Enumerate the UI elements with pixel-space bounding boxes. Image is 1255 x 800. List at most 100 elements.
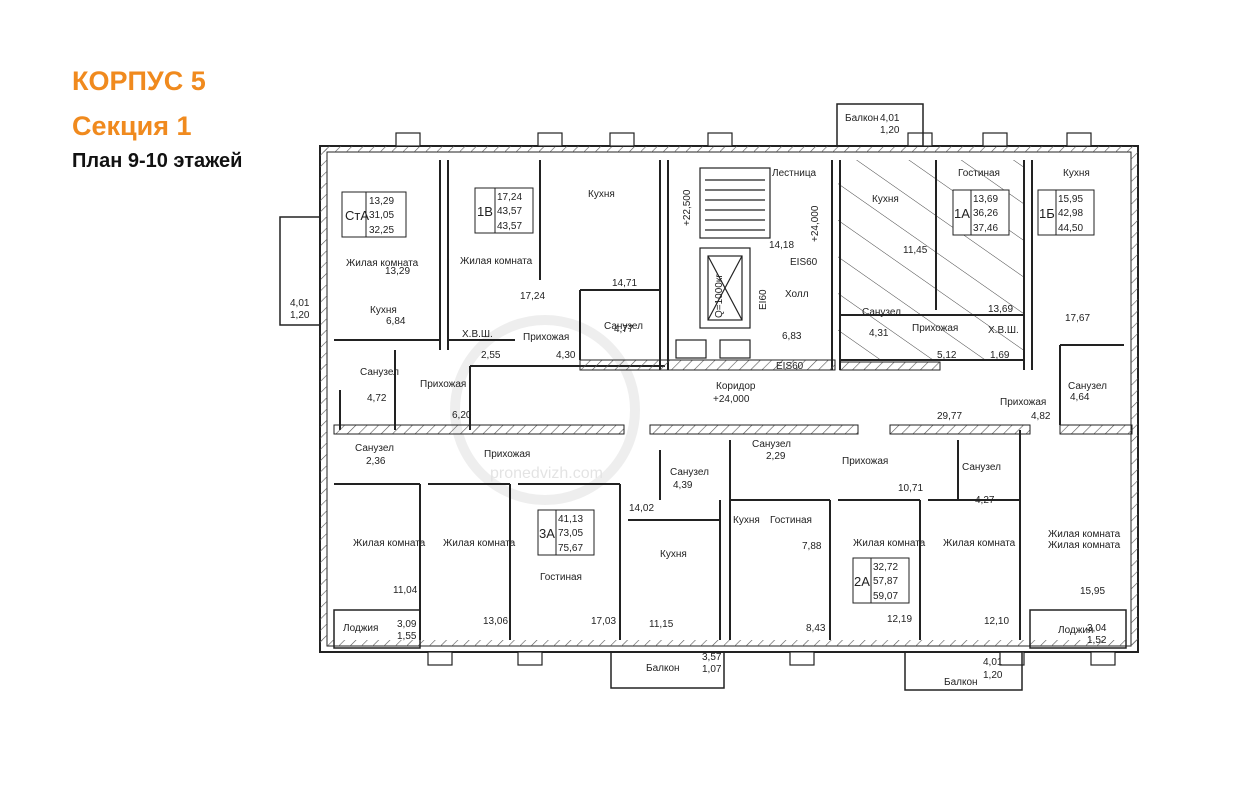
elevation-mark: +22,500 (682, 189, 693, 226)
room-label: Жилая комната (353, 538, 426, 549)
apt-area-living: 41,13 (558, 514, 583, 525)
area-value: 3,09 (397, 619, 417, 630)
area-value: 1,20 (983, 670, 1003, 681)
area-value: 4,27 (975, 495, 995, 506)
area-value: 11,15 (649, 619, 674, 630)
watermark-text: pronedvizh.com (490, 465, 603, 482)
apt-code: 3А (539, 526, 555, 541)
room-label: Санузел (1068, 381, 1107, 392)
lift-capacity-mark: Q=1000кг (714, 274, 725, 318)
room-label: Санузел (962, 462, 1001, 473)
area-value: 12,19 (887, 614, 912, 625)
room-label: Балкон (845, 113, 879, 124)
apt-area-living: 32,72 (873, 562, 898, 573)
apartment-box-2a: 2А 32,72 57,87 59,07 (852, 557, 910, 604)
room-label: Лоджия (343, 623, 378, 634)
building-title: КОРПУС 5 (72, 66, 206, 96)
area-value: 13,29 (385, 266, 410, 277)
apt-area-living: 17,24 (497, 192, 522, 203)
apt-area-living: 13,29 (369, 196, 394, 207)
elevation-mark: +24,000 (713, 394, 750, 405)
room-label: Гостиная (958, 168, 1000, 179)
room-label: Лестница (772, 168, 817, 179)
area-value: 4,30 (556, 350, 576, 361)
apt-area-full: 44,50 (1058, 223, 1083, 234)
room-label: Жилая комната (460, 256, 533, 267)
room-label: Прихожая (912, 323, 958, 334)
area-value: 1,20 (880, 125, 900, 136)
area-value: 6,20 (452, 410, 472, 421)
area-value: 4,31 (869, 328, 889, 339)
area-value: 4,01 (290, 298, 310, 309)
room-label: Жилая комната (853, 538, 926, 549)
apt-area-full: 75,67 (558, 543, 583, 554)
room-label: Кухня (588, 189, 615, 200)
area-value: 7,88 (802, 541, 822, 552)
apt-area-living: 15,95 (1058, 194, 1083, 205)
room-label: Жилая комната (443, 538, 516, 549)
apt-area-full: 32,25 (369, 225, 394, 236)
apt-area-total: 36,26 (973, 208, 998, 219)
area-value: 2,36 (366, 456, 386, 467)
area-value: 8,43 (806, 623, 826, 634)
room-label: Санузел (604, 321, 643, 332)
elevation-mark: +24,000 (810, 205, 821, 242)
area-value: 14,18 (769, 240, 794, 251)
room-label: Балкон (944, 677, 978, 688)
area-value: 1,69 (990, 350, 1010, 361)
area-value: 11,04 (393, 585, 418, 596)
apt-area-total: 73,05 (558, 528, 583, 539)
room-label: Прихожая (420, 379, 466, 390)
area-value: 5,12 (937, 350, 957, 361)
room-label: Прихожая (523, 332, 569, 343)
area-value: 1,52 (1087, 635, 1107, 646)
room-label: Прихожая (1000, 397, 1046, 408)
room-label: Жилая комната (1048, 529, 1121, 540)
area-value: 4,01 (880, 113, 900, 124)
apt-area-total: 42,98 (1058, 208, 1083, 219)
area-value: 14,71 (612, 278, 637, 289)
apt-area-full: 37,46 (973, 223, 998, 234)
room-label: Жилая комната (346, 258, 419, 269)
watermark: pronedvizh.com (450, 315, 640, 505)
room-label: Гостиная (770, 515, 812, 526)
area-value: 3,04 (1087, 623, 1107, 634)
area-value: 15,95 (1080, 586, 1105, 597)
stair-core (675, 167, 771, 359)
fire-rating-mark: EIS60 (790, 257, 818, 268)
apartment-box-1a: 1А 13,69 36,26 37,46 (952, 189, 1010, 236)
room-labels: Жилая комната Кухня Санузел Прихожая Жил… (343, 113, 1121, 688)
area-value: 4,72 (367, 393, 387, 404)
area-value: 4,77 (614, 324, 634, 335)
apartment-box-1b: 1Б 15,95 42,98 44,50 (1037, 189, 1095, 236)
apt-area-total: 43,57 (497, 206, 522, 217)
room-label: Жилая комната (943, 538, 1016, 549)
corridor-walls (333, 359, 1133, 435)
apt-code: 2А (854, 574, 870, 589)
area-value: 29,77 (937, 411, 962, 422)
area-value: 4,01 (983, 657, 1003, 668)
room-label: Лоджия (1058, 625, 1093, 636)
window-bumps (395, 132, 1116, 666)
room-label: Санузел (355, 443, 394, 454)
apt-area-total: 31,05 (369, 210, 394, 221)
room-label: Х.В.Ш. (988, 325, 1019, 336)
fire-rating-mark: EIS60 (776, 361, 804, 372)
room-label: Кухня (733, 515, 760, 526)
area-value: 11,45 (903, 245, 928, 256)
area-value: 4,39 (673, 480, 693, 491)
room-label: Санузел (752, 439, 791, 450)
apt-code: 1А (954, 206, 970, 221)
area-value: 4,64 (1070, 392, 1090, 403)
area-value: 6,84 (386, 316, 406, 327)
area-value: 13,06 (483, 616, 508, 627)
apt-area-living: 13,69 (973, 194, 998, 205)
area-value: 2,29 (766, 451, 786, 462)
area-value: 2,55 (481, 350, 501, 361)
area-value: 3,57 (702, 652, 722, 663)
room-label: Кухня (370, 305, 397, 316)
room-label: Холл (785, 289, 809, 300)
room-label: Кухня (872, 194, 899, 205)
balconies (279, 103, 1127, 691)
